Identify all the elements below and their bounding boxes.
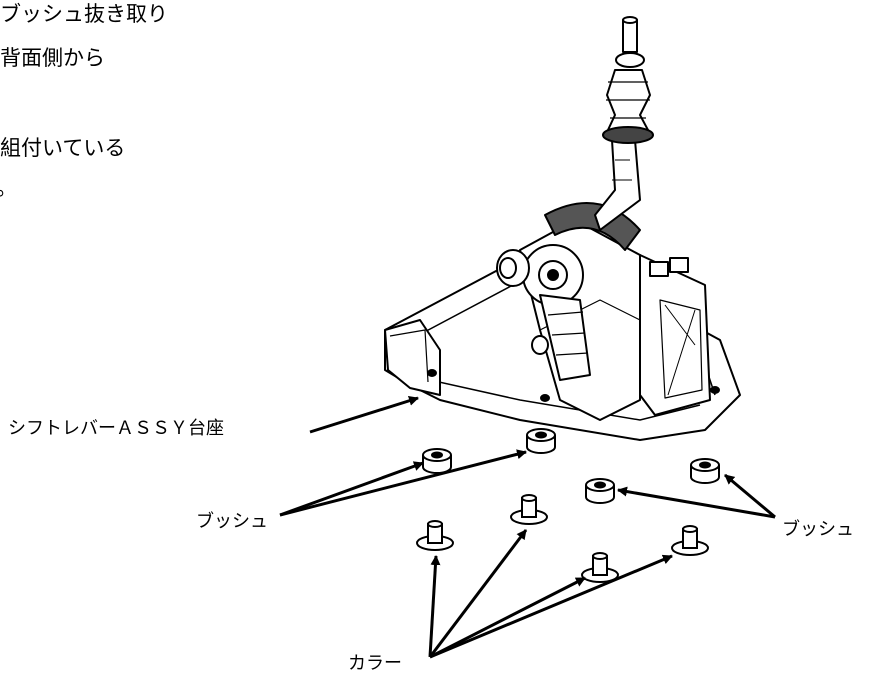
instruction-line-4: 。 [0,178,17,199]
label-collar: カラー [348,653,402,674]
collar-3 [581,552,619,583]
bush-parts [422,428,720,504]
collar-2 [510,494,548,525]
instruction-line-1: ブッシュ抜き取り [0,2,168,26]
arrow-collar-3 [429,576,586,659]
collar-parts [416,494,709,583]
arrow-collar-1 [428,555,441,658]
bush-2 [526,428,556,454]
arrow-bush-right-1 [617,486,776,519]
label-bush-left: ブッシュ [196,511,268,532]
instruction-line-2: 背面側から [0,46,105,70]
label-shift-lever-base: シフトレバーＡＳＳＹ台座 [8,418,224,439]
bush-1 [422,448,452,474]
label-bush-right: ブッシュ [782,519,854,540]
arrow-collar-2 [428,529,528,658]
leader-arrows [279,395,776,659]
shift-lever-assy [384,16,741,441]
arrow-collar-4 [429,554,673,659]
bush-3 [585,478,615,504]
instruction-line-3: 組付いている [0,136,126,160]
bush-4 [690,458,720,484]
arrow-base [309,395,419,434]
arrow-bush-right-2 [724,473,776,519]
collar-1 [416,520,454,551]
arrow-bush-left-1 [279,461,424,517]
collar-4 [671,525,709,556]
arrow-bush-left-2 [279,449,527,517]
